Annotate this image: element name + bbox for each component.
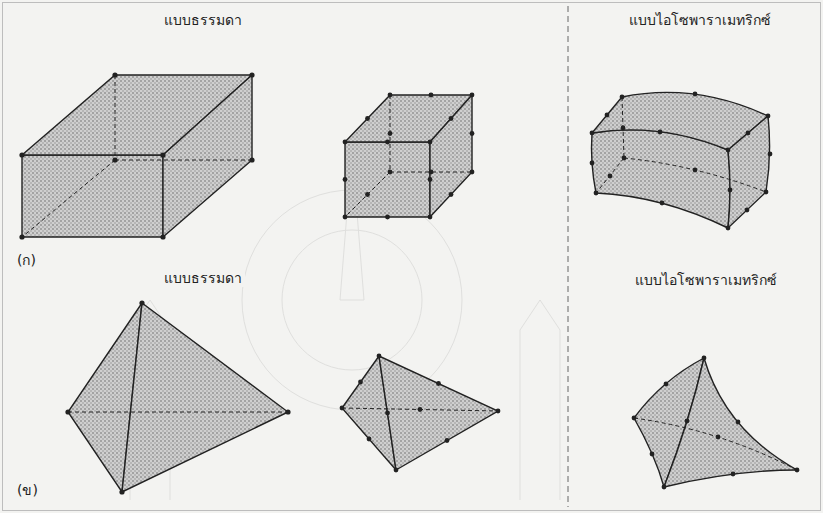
linear-hexahedron [19, 72, 254, 239]
section-heading: แบบไอโซพาราเมทริกซ์ [632, 272, 780, 289]
divider-line [568, 6, 569, 507]
isoparametric-tetrahedron [632, 356, 800, 490]
section-heading: แบบธรรมดา [161, 12, 245, 29]
linear-tetrahedron [65, 300, 290, 494]
isoparametric-hexahedron [590, 92, 773, 231]
quadratic-hexahedron [343, 93, 475, 220]
figure-tag: (ข) [14, 482, 41, 499]
frame [3, 3, 821, 511]
section-heading: แบบธรรมดา [161, 270, 245, 287]
section-heading: แบบไอโซพาราเมทริกซ์ [626, 12, 774, 29]
figure-tag: (ก) [14, 252, 39, 269]
quadratic-tetrahedron [340, 354, 501, 473]
